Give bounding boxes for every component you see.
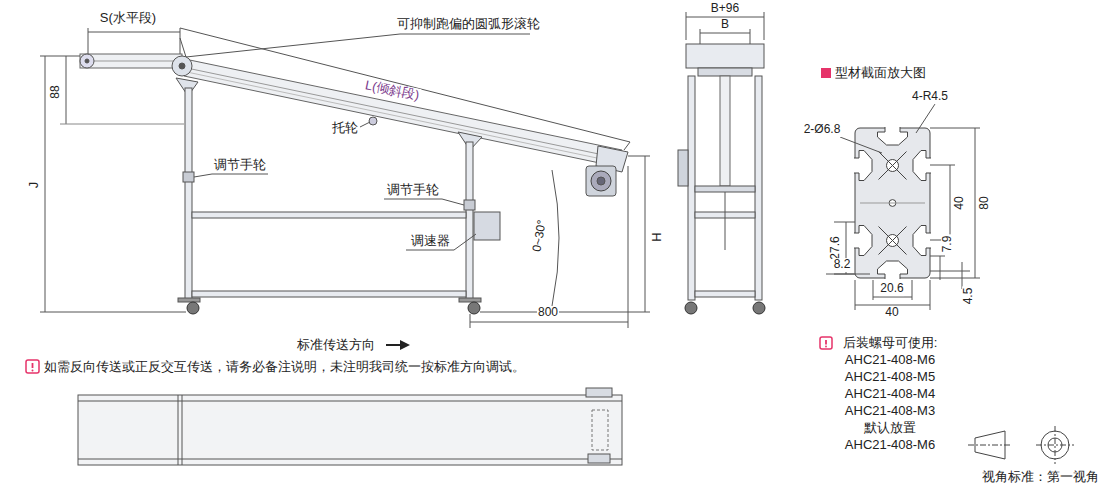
direction-label: 标准传送方向	[296, 338, 376, 353]
dimension-value: 88	[49, 84, 63, 99]
section-title: 型材截面放大图	[834, 66, 927, 81]
profile-part	[879, 152, 907, 180]
dimension-value: 40	[884, 306, 899, 320]
profile-part	[878, 261, 908, 279]
dimension-value: 2-Ø6.8	[803, 123, 842, 137]
dimension-value: 27.6	[829, 235, 843, 260]
profile-part	[860, 203, 925, 204]
dimension-value: 4.5	[962, 287, 976, 306]
note-text: 默认放置	[863, 421, 917, 436]
part-name: 调节手轮	[386, 183, 440, 198]
dimension-value: 4-R4.5	[911, 90, 949, 104]
callout-text: 可抑制跑偏的圆弧形滚轮	[396, 17, 541, 32]
profile-part	[854, 151, 872, 181]
profile-part	[913, 226, 931, 256]
dimension-value: B+96	[710, 2, 740, 16]
profile-part	[879, 227, 907, 255]
angle-value: 0~30°	[530, 218, 549, 254]
profile-part	[879, 227, 907, 255]
dimension-value: 800	[537, 306, 559, 320]
dimension-value: 7.9	[941, 235, 955, 254]
profile-part	[913, 151, 931, 181]
part-number: AHC21-408-M6	[844, 438, 936, 453]
note-text: 后装螺母可使用:	[842, 336, 939, 351]
part-name: 调节手轮	[213, 158, 267, 173]
note-text: 如需反向传送或正反交互传送，请务必备注说明，未注明我司统一按标准方向调试。	[43, 360, 526, 375]
dimension-value: 40	[953, 195, 967, 210]
profile-part	[913, 151, 931, 181]
dimension-label: S(水平段)	[99, 11, 157, 26]
profile-part	[878, 127, 908, 145]
dimension-value: H	[650, 231, 665, 242]
dimension-value: J	[27, 181, 42, 190]
profile-part	[913, 226, 931, 256]
profile-part	[855, 128, 930, 278]
dimension-value: 8.2	[833, 258, 852, 272]
part-number: AHC21-408-M5	[844, 370, 936, 385]
profile-part	[854, 226, 872, 256]
part-number: AHC21-408-M6	[844, 353, 936, 368]
part-name: 调速器	[410, 234, 451, 249]
part-name: 托轮	[331, 121, 359, 136]
dimension-value: 80	[978, 195, 992, 210]
projection-label: 视角标准：第一视角	[981, 470, 1100, 485]
part-number: AHC21-408-M3	[844, 404, 936, 419]
profile-part	[878, 261, 908, 279]
profile-part	[854, 226, 872, 256]
dimension-value: B	[720, 18, 730, 32]
profile-part	[854, 151, 872, 181]
profile-part	[879, 152, 907, 180]
dimension-value: 20.6	[879, 282, 904, 296]
part-number: AHC21-408-M4	[844, 387, 936, 402]
profile-part	[878, 127, 908, 145]
